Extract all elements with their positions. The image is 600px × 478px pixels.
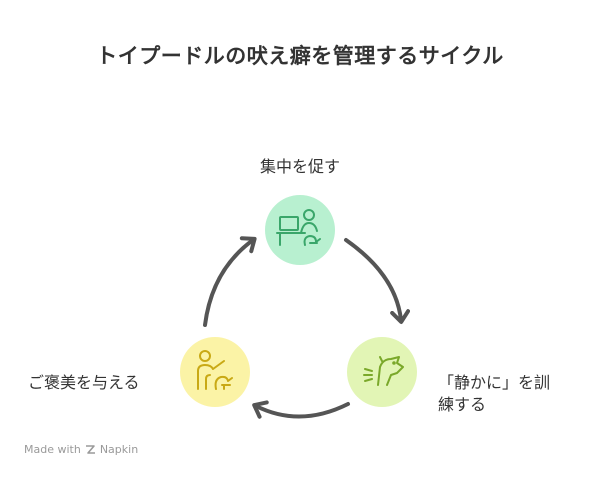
step-label-reward: ご褒美を与える bbox=[28, 373, 140, 392]
step-label-focus: 集中を促す bbox=[259, 157, 340, 176]
arrow-quiet-to-reward bbox=[252, 400, 350, 419]
diagram-title: トイプードルの吠え癖を管理するサイクル bbox=[96, 44, 504, 68]
napkin-brand: Napkin bbox=[99, 443, 139, 456]
napkin-logo-icon bbox=[85, 445, 95, 454]
arrow-reward-to-focus bbox=[203, 236, 257, 327]
step-node-reward bbox=[180, 337, 250, 407]
step-label-quiet-training: 「静かに」を訓 練する bbox=[438, 372, 588, 416]
person-rewarding-dog-icon bbox=[197, 350, 233, 390]
made-with-label: Made with bbox=[24, 443, 81, 456]
arrow-focus-to-quiet bbox=[344, 238, 411, 324]
person-at-desk-with-dog-icon bbox=[276, 209, 321, 246]
step-node-focus bbox=[265, 195, 335, 265]
barking-dog-icon bbox=[363, 356, 404, 386]
step-label-quiet-line1: 「静かに」を訓 bbox=[438, 373, 551, 392]
step-node-quiet-training bbox=[347, 337, 417, 407]
step-label-quiet-line2: 練する bbox=[438, 395, 487, 414]
made-with-credit[interactable]: Made with Napkin bbox=[24, 443, 138, 456]
